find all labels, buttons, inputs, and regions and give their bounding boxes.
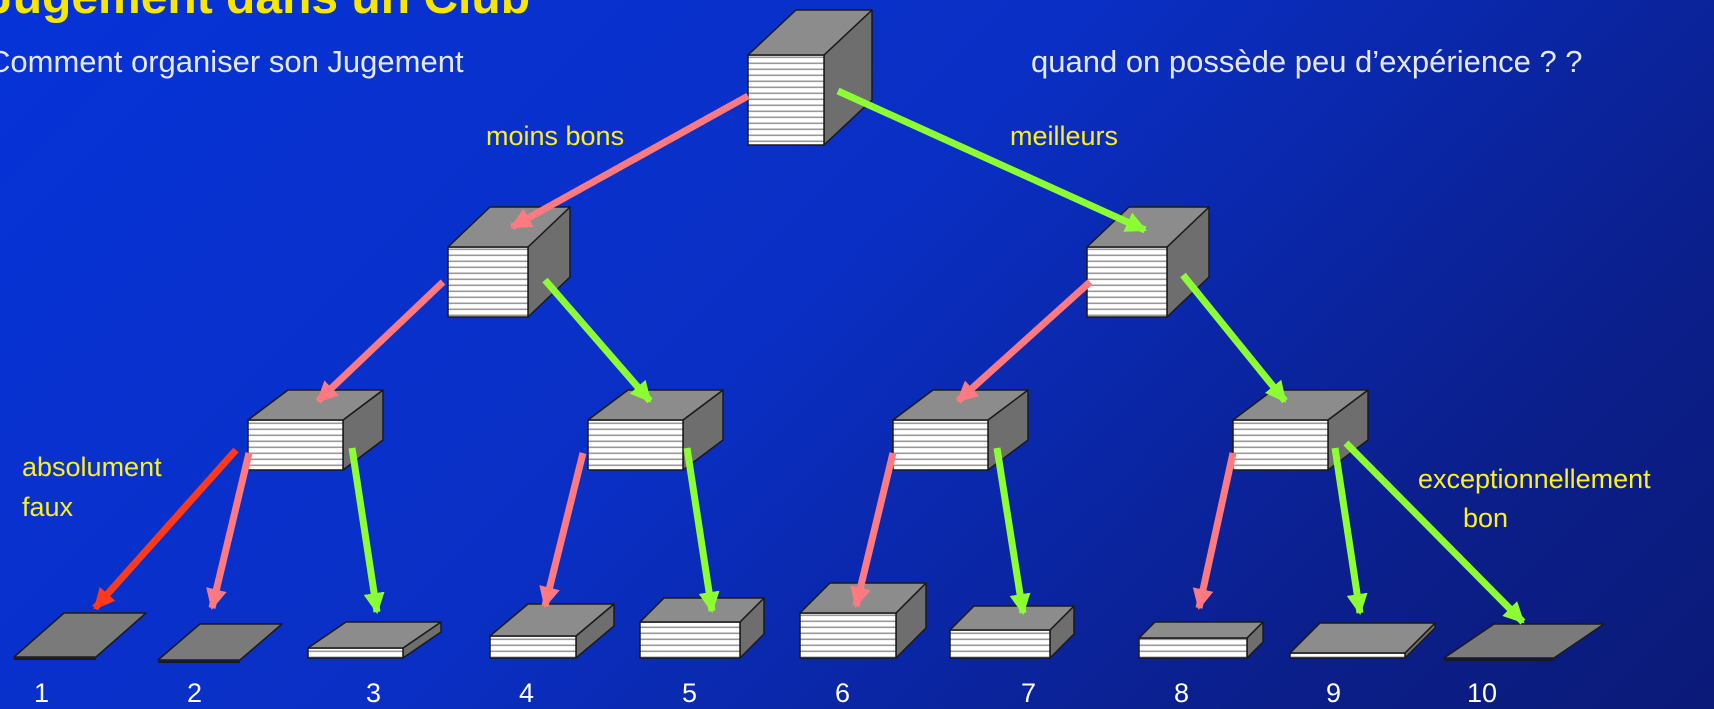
leaf-5	[639, 597, 765, 659]
arrow-l4-leaf8	[1192, 452, 1237, 611]
question-left: Comment organiser son Jugement	[0, 44, 464, 79]
label-exceptionally: exceptionnellement	[1418, 464, 1651, 494]
arrow-l2-leaf5	[683, 447, 720, 614]
arrow-root-better	[836, 87, 1147, 234]
label-false: faux	[22, 492, 74, 522]
arrow-l1-leaf1	[92, 447, 239, 611]
leaf-7	[949, 605, 1075, 659]
leaf-6	[799, 582, 927, 659]
leaf-8	[1138, 621, 1264, 659]
box-l1	[247, 389, 384, 471]
box-l2	[587, 389, 724, 471]
arrow-l4-leaf10	[1343, 440, 1526, 625]
rank-4: 4	[519, 678, 535, 708]
arrow-root-worse	[510, 92, 750, 231]
rank-10: 10	[1467, 678, 1498, 708]
arrow-l3-leaf7	[993, 447, 1031, 616]
leaf-2	[157, 623, 283, 663]
box-root	[747, 9, 873, 146]
box-better	[1086, 206, 1210, 318]
rank-7: 7	[1021, 678, 1037, 708]
arrow-l3-leaf6	[850, 452, 897, 609]
rank-9: 9	[1326, 678, 1342, 708]
arrow-l2-leaf4	[539, 452, 587, 609]
question-right: quand on possède peu d’expérience ? ?	[1031, 44, 1583, 79]
leaf-9	[1289, 622, 1436, 659]
rank-6: 6	[835, 678, 851, 708]
label-good: bon	[1463, 503, 1509, 533]
label-worse: moins bons	[486, 121, 625, 151]
leaf-10	[1443, 623, 1605, 661]
box-l3	[892, 389, 1029, 471]
arrow-better-l4	[1180, 272, 1288, 404]
page-title: Jugement dans un Club	[0, 0, 530, 25]
arrow-l1-leaf2	[206, 452, 253, 611]
arrow-worse-l2	[542, 277, 653, 404]
arrow-better-l3	[955, 279, 1093, 404]
rank-5: 5	[682, 678, 698, 708]
rank-2: 2	[187, 678, 203, 708]
rank-8: 8	[1174, 678, 1190, 708]
leaf-3	[307, 621, 442, 659]
label-better: meilleurs	[1010, 121, 1119, 151]
arrow-worse-l1	[315, 279, 446, 404]
leaf-4	[489, 603, 615, 659]
leaf-1	[13, 612, 147, 660]
arrow-l1-leaf3	[348, 447, 385, 615]
label-absolutely: absolument	[22, 452, 162, 482]
box-l4	[1232, 389, 1369, 471]
rank-1: 1	[34, 678, 50, 708]
arrow-l4-leaf9	[1331, 447, 1368, 616]
box-worse	[447, 206, 571, 318]
rank-3: 3	[366, 678, 382, 708]
